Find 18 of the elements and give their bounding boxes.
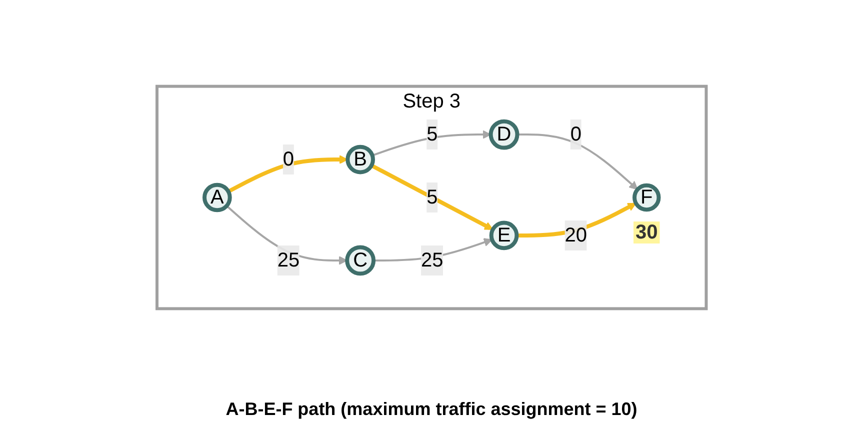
edge-label: 25 [420,249,444,272]
node-circle: F [632,183,661,212]
value-label: 30 [633,222,660,244]
edge-label: 0 [282,148,294,171]
edge-label: 5 [426,124,438,146]
edge-label: 0 [570,124,582,146]
arrow [227,155,348,194]
edge-label: 5 [426,186,438,208]
path-note: A-B-E-F path (maximum traffic assignment = 10) [226,399,638,420]
node-circle: E [489,220,519,250]
node-circle: D [488,119,520,150]
arrow [517,134,638,190]
node-circle: B [346,144,375,174]
node-circle: C [344,245,376,276]
arrow [370,164,494,230]
edge-label: 25 [277,249,300,272]
edge-label: 20 [564,224,587,246]
node-circle: A [202,182,232,212]
